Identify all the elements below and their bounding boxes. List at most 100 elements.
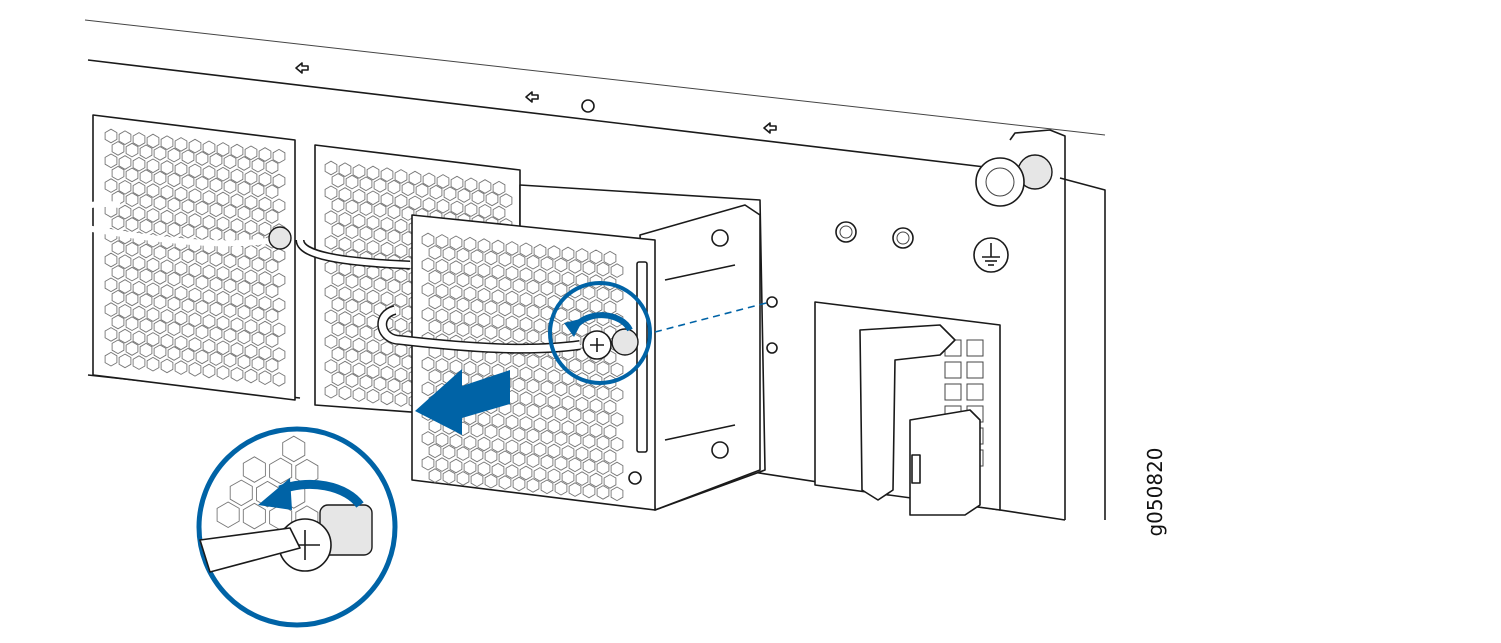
vent-hole	[568, 383, 582, 398]
vent-hole	[484, 473, 498, 489]
vent-hole	[582, 434, 596, 449]
vent-hole	[209, 202, 223, 218]
vent-hole	[477, 238, 491, 253]
vent-hole	[561, 420, 575, 435]
vent-hole	[470, 249, 484, 264]
vent-hole	[174, 186, 188, 202]
vent-hole	[118, 130, 132, 146]
vent-hole	[596, 261, 610, 277]
vent-hole	[153, 220, 167, 236]
vent-hole	[216, 166, 230, 182]
vent-hole	[547, 468, 561, 484]
vent-hole	[118, 353, 132, 369]
vent-hole	[338, 261, 352, 277]
vent-hole	[338, 311, 352, 326]
vent-hole	[491, 438, 505, 453]
vent-hole	[442, 469, 456, 485]
vent-hole	[443, 186, 457, 202]
vent-hole	[237, 354, 251, 370]
vent-hole	[167, 296, 181, 312]
vent-hole	[202, 140, 216, 156]
vent-hole	[394, 317, 408, 333]
vent-hole	[540, 380, 554, 395]
vent-hole	[519, 465, 533, 481]
vent-hole	[352, 288, 366, 303]
vent-hole	[561, 469, 575, 485]
vent-hole	[492, 205, 506, 221]
vent-hole	[352, 263, 366, 278]
vent-hole	[373, 227, 387, 243]
vent-hole	[436, 174, 450, 189]
vent-hole	[575, 471, 589, 486]
vent-hole	[533, 243, 547, 259]
vent-hole	[428, 269, 442, 285]
vent-hole	[125, 316, 139, 332]
vent-hole	[470, 447, 484, 463]
vent-hole	[470, 422, 484, 438]
vent-hole	[258, 320, 272, 336]
vent-hole	[512, 253, 526, 269]
vent-hole	[188, 213, 202, 228]
vent-hole	[242, 502, 266, 530]
vent-hole	[603, 399, 617, 415]
vent-hole	[492, 180, 506, 196]
vent-hole	[338, 360, 352, 376]
vent-hole	[456, 322, 470, 337]
vent-hole	[265, 209, 279, 224]
vent-hole	[195, 299, 209, 315]
vent-hole	[125, 291, 139, 307]
vent-hole	[132, 132, 146, 147]
vent-hole	[533, 417, 547, 433]
vent-hole	[540, 256, 554, 271]
psu-vent	[966, 383, 984, 401]
vent-hole	[167, 321, 181, 337]
vent-hole	[244, 368, 258, 384]
vent-hole	[470, 298, 484, 314]
vent-hole	[463, 435, 477, 450]
vent-hole	[230, 292, 244, 308]
vent-hole	[498, 276, 512, 292]
vent-hole	[366, 215, 380, 230]
vent-hole	[568, 407, 582, 423]
vent-hole	[575, 446, 589, 462]
vent-hole	[596, 435, 610, 451]
vent-hole	[265, 283, 279, 299]
vent-hole	[118, 179, 132, 195]
vent-hole	[575, 396, 589, 412]
vent-hole	[512, 402, 526, 417]
vent-hole	[324, 259, 338, 275]
vent-hole	[125, 217, 139, 232]
vent-hole	[471, 189, 485, 205]
vent-hole	[324, 334, 338, 349]
vent-hole	[160, 333, 174, 349]
vent-hole	[478, 179, 492, 194]
vent-hole	[216, 191, 230, 207]
vent-hole	[394, 243, 408, 259]
vent-hole	[401, 181, 415, 197]
vent-hole	[244, 319, 258, 334]
vent-hole	[251, 356, 265, 371]
vent-hole	[345, 323, 359, 339]
vent-hole	[477, 461, 491, 477]
power-supply	[814, 301, 1001, 516]
vent-hole	[463, 236, 477, 252]
vent-hole	[324, 160, 338, 176]
vent-hole	[394, 193, 408, 209]
vent-hole	[491, 462, 505, 478]
vent-hole	[338, 335, 352, 351]
vent-hole	[526, 428, 540, 444]
vent-hole	[272, 347, 286, 362]
vent-hole	[554, 356, 568, 372]
vent-hole	[421, 307, 435, 322]
vent-hole	[223, 303, 237, 318]
vent-hole	[345, 224, 359, 240]
vent-hole	[153, 170, 167, 186]
vent-hole	[428, 245, 442, 260]
vent-hole	[324, 309, 338, 325]
vent-hole	[331, 197, 345, 213]
vent-hole	[603, 474, 617, 489]
vent-hole	[237, 329, 251, 345]
vent-hole	[230, 242, 244, 258]
vent-hole	[153, 344, 167, 360]
vent-hole	[421, 257, 435, 273]
